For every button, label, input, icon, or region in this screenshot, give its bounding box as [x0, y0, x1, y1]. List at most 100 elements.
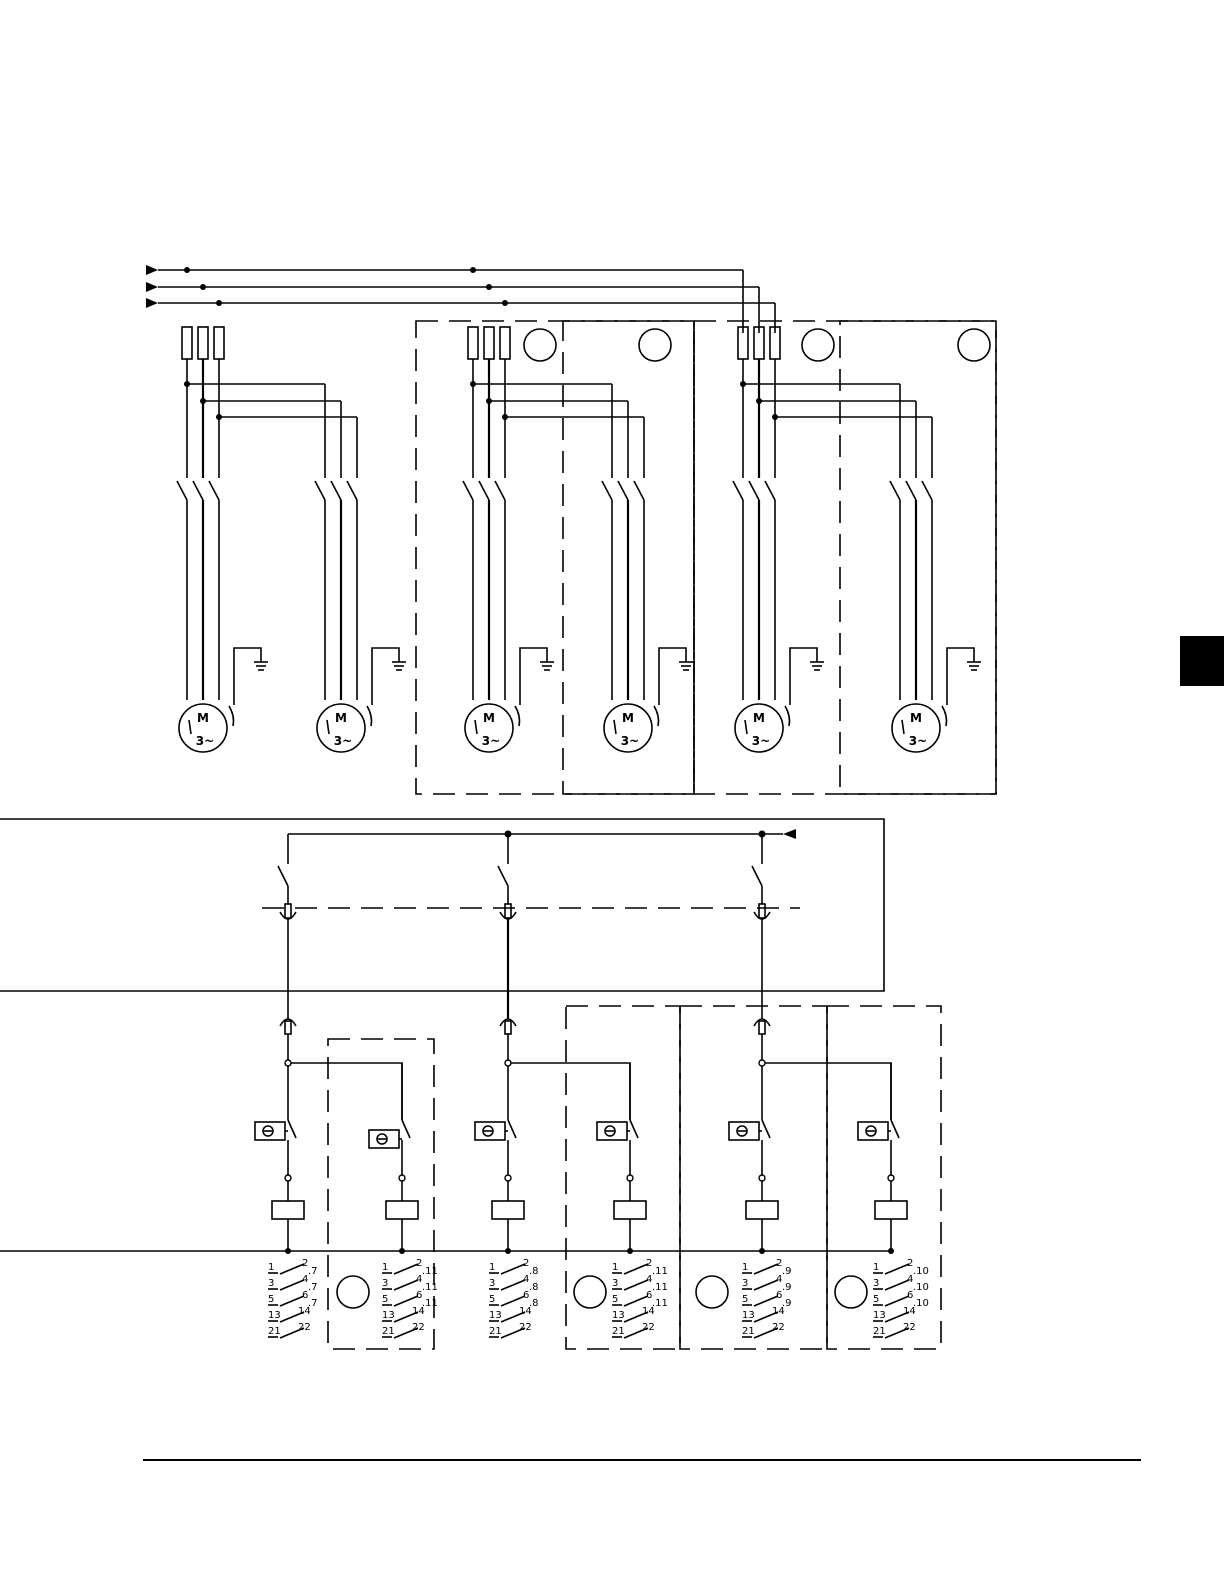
motor-phase-label: 3~	[482, 734, 500, 748]
contact-symbol	[280, 1312, 304, 1322]
motor-label: M	[197, 711, 209, 725]
motor-phase-label: 3~	[909, 734, 927, 748]
footer-rule	[143, 1459, 1141, 1461]
contact-symbol	[394, 1264, 418, 1274]
contact-terminal-left: 1	[873, 1262, 879, 1273]
contact-terminal-left: 1	[612, 1262, 618, 1273]
motor-label: M	[753, 711, 765, 725]
contact-terminal-right: 22	[412, 1322, 425, 1333]
fuse	[484, 327, 494, 359]
contact-reference: .9	[782, 1282, 792, 1293]
contact-terminal-left: 21	[382, 1326, 395, 1337]
contact-symbol	[501, 1280, 525, 1290]
earth-lead	[234, 648, 261, 705]
motor-label: M	[910, 711, 922, 725]
contact-terminal-left: 3	[612, 1278, 618, 1289]
earth-lead	[947, 648, 974, 705]
contact-reference: .10	[913, 1282, 929, 1293]
contact-symbol	[624, 1328, 648, 1338]
section-tab-marker	[1180, 636, 1224, 686]
contact-symbol	[885, 1264, 909, 1274]
upper-enclosures	[416, 321, 996, 794]
overload-contact	[508, 1120, 516, 1138]
contact-reference: .8	[529, 1266, 539, 1277]
motor-label: M	[335, 711, 347, 725]
contact-symbol	[624, 1264, 648, 1274]
contact-symbol	[501, 1264, 525, 1274]
power-circuits: M3~M3~M3~M3~M3~M3~	[177, 327, 981, 752]
control-fuse	[759, 1021, 765, 1034]
contact-reference: .11	[652, 1282, 668, 1293]
contactor-coil	[272, 1201, 304, 1219]
motor-phase-label: 3~	[621, 734, 639, 748]
contact-terminal-left: 21	[268, 1326, 281, 1337]
contact-symbol	[394, 1328, 418, 1338]
contact-terminal-left: 1	[268, 1262, 274, 1273]
earth-lead	[520, 648, 547, 705]
earth-lead	[790, 648, 817, 705]
contact-symbol	[280, 1296, 304, 1306]
contact-terminal-left: 1	[382, 1262, 388, 1273]
contact-terminal-right: 14	[772, 1306, 785, 1317]
contact-terminal-left: 3	[489, 1278, 495, 1289]
contact-terminal-left: 3	[382, 1278, 388, 1289]
contact-terminal-left: 5	[612, 1294, 618, 1305]
contact-terminal-left: 21	[612, 1326, 625, 1337]
contact-reference: .9	[782, 1266, 792, 1277]
contact-symbol	[624, 1312, 648, 1322]
contact-terminal-right: 22	[903, 1322, 916, 1333]
contact-terminal-left: 5	[742, 1294, 748, 1305]
contactor-coil	[746, 1201, 778, 1219]
supply-arrow-l3	[146, 298, 158, 308]
control-switch	[498, 866, 508, 886]
contact-symbol	[624, 1280, 648, 1290]
fuse	[500, 327, 510, 359]
overload-contact	[288, 1120, 296, 1138]
contact-terminal-left: 13	[489, 1310, 502, 1321]
fuse	[198, 327, 208, 359]
motor-label: M	[483, 711, 495, 725]
contact-reference: .7	[308, 1266, 318, 1277]
control-fuse	[285, 1021, 291, 1034]
control-circuits	[255, 834, 907, 1254]
contact-symbol	[280, 1280, 304, 1290]
contact-symbol	[280, 1264, 304, 1274]
contact-terminal-left: 3	[268, 1278, 274, 1289]
contact-symbol	[754, 1312, 778, 1322]
supply-arrow-l1	[146, 265, 158, 275]
contact-terminal-left: 5	[382, 1294, 388, 1305]
contact-terminal-left: 21	[742, 1326, 755, 1337]
contact-terminal-right: 22	[772, 1322, 785, 1333]
contact-symbol	[394, 1296, 418, 1306]
contact-terminal-left: 1	[742, 1262, 748, 1273]
contact-terminal-left: 13	[742, 1310, 755, 1321]
contactor-coil	[386, 1201, 418, 1219]
contact-terminal-right: 14	[903, 1306, 916, 1317]
contact-terminal-left: 13	[268, 1310, 281, 1321]
contact-reference: .11	[652, 1266, 668, 1277]
control-switch	[278, 866, 288, 886]
overload-contact	[762, 1120, 770, 1138]
contact-terminal-right: 14	[298, 1306, 311, 1317]
motor-label: M	[622, 711, 634, 725]
contact-terminal-right: 22	[519, 1322, 532, 1333]
contact-terminal-left: 3	[742, 1278, 748, 1289]
motor-phase-label: 3~	[196, 734, 214, 748]
control-fuse	[505, 1021, 511, 1034]
contact-symbol	[754, 1328, 778, 1338]
contact-terminal-left: 5	[268, 1294, 274, 1305]
contact-symbol	[885, 1312, 909, 1322]
contact-reference: .8	[529, 1282, 539, 1293]
contact-terminal-left: 3	[873, 1278, 879, 1289]
contact-symbol	[885, 1280, 909, 1290]
control-switch	[752, 866, 762, 886]
contact-terminal-left: 5	[489, 1294, 495, 1305]
contactor-coil	[875, 1201, 907, 1219]
motor-phase-label: 3~	[334, 734, 352, 748]
contact-terminal-right: 14	[642, 1306, 655, 1317]
supply-arrow-l2	[146, 282, 158, 292]
control-feed-arrow	[783, 829, 796, 839]
contact-reference: .11	[422, 1282, 438, 1293]
fuse	[214, 327, 224, 359]
